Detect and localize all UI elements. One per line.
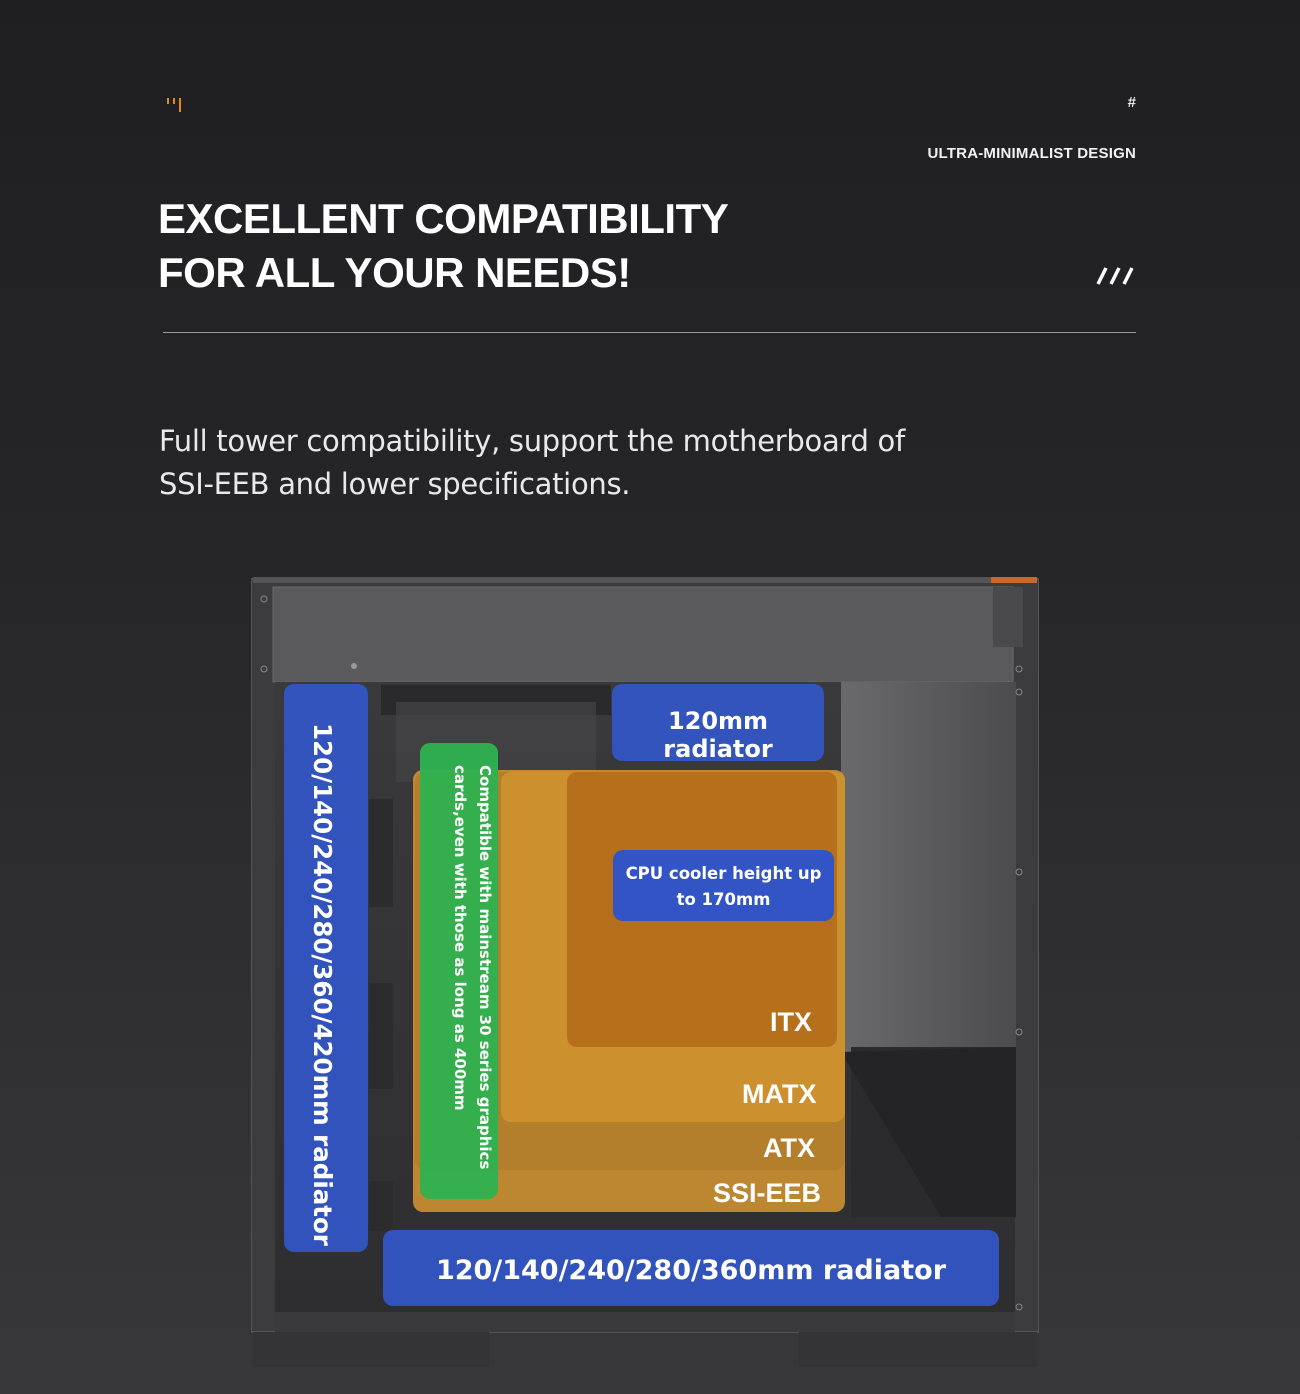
hash-mark: # — [1127, 94, 1136, 111]
description-line1: Full tower compatibility, support the mo… — [159, 424, 905, 458]
cpu-cooler-callout — [613, 850, 834, 921]
gpu-area — [420, 743, 498, 1199]
triple-slash-icon — [1096, 267, 1134, 285]
matx-label: MATX — [742, 1079, 817, 1109]
atx-label: ATX — [763, 1133, 815, 1163]
bottom-radiator-label: 120/140/240/280/360mm radiator — [435, 1255, 947, 1286]
cpu-cooler-line1: CPU cooler height up — [625, 864, 822, 883]
divider — [163, 332, 1136, 333]
case-diagram: ITX MATX ATX SSI-EEB Compatible with mai… — [251, 577, 1039, 1367]
bottom-radiator-area — [383, 1230, 999, 1306]
side-radiator-area — [284, 684, 368, 1252]
brand-logo-icon — [167, 98, 181, 112]
side-radiator-label: 120/140/240/280/360/420mm radiator — [308, 723, 337, 1246]
ssi-eeb-label: SSI-EEB — [713, 1178, 822, 1208]
page-title-line1: EXCELLENT COMPATIBILITY — [158, 195, 729, 242]
top-radiator-label: 120mm radiator — [663, 707, 773, 763]
gpu-label-line2: cards,even with those as long as 400mm — [451, 765, 469, 1111]
gpu-label-line1: Compatible with mainstream 30 series gra… — [476, 765, 494, 1170]
cpu-cooler-line2: to 170mm — [676, 890, 771, 909]
cpu-cooler-label: CPU cooler height up to 170mm — [613, 861, 834, 913]
top-radiator-area — [612, 684, 824, 761]
itx-label: ITX — [770, 1007, 813, 1037]
description: Full tower compatibility, support the mo… — [159, 420, 999, 506]
tagline: ULTRA-MINIMALIST DESIGN — [927, 145, 1136, 162]
gpu-label: Compatible with mainstream 30 series gra… — [427, 765, 497, 1185]
page-title: EXCELLENT COMPATIBILITY FOR ALL YOUR NEE… — [158, 192, 729, 300]
description-line2: SSI-EEB and lower specifications. — [159, 467, 631, 501]
page-title-line2: FOR ALL YOUR NEEDS! — [158, 249, 631, 296]
